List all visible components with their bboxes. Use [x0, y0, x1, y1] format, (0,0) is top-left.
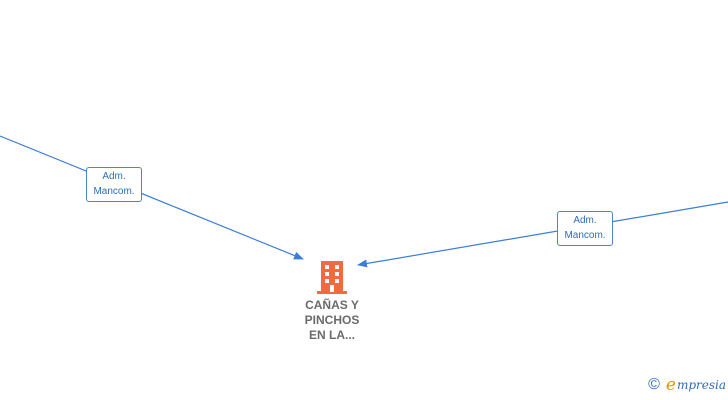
copyright-icon: ©: [648, 376, 660, 393]
company-name-line-3: EN LA...: [308, 328, 355, 342]
edge-right-line[interactable]: [357, 201, 728, 268]
edge-label-right[interactable]: Adm. Mancom.: [557, 211, 613, 246]
brand-e-letter: e: [665, 375, 676, 395]
company-name-line-1: CAÑAS Y: [305, 298, 359, 312]
edge-label-role: Adm.: [573, 215, 597, 226]
brand-name: mpresia: [676, 378, 726, 392]
building-icon[interactable]: [316, 259, 348, 295]
edge-label-role: Adm.: [102, 171, 126, 182]
company-name[interactable]: CAÑAS Y PINCHOS EN LA...: [270, 298, 394, 343]
brand-logo: © e mpresia: [648, 375, 726, 395]
edge-label-role-type: Mancom.: [564, 230, 606, 241]
company-name-line-2: PINCHOS: [304, 313, 360, 327]
edge-left-line[interactable]: [0, 135, 304, 260]
edge-label-left[interactable]: Adm. Mancom.: [86, 167, 142, 202]
edge-label-role-type: Mancom.: [93, 186, 135, 197]
